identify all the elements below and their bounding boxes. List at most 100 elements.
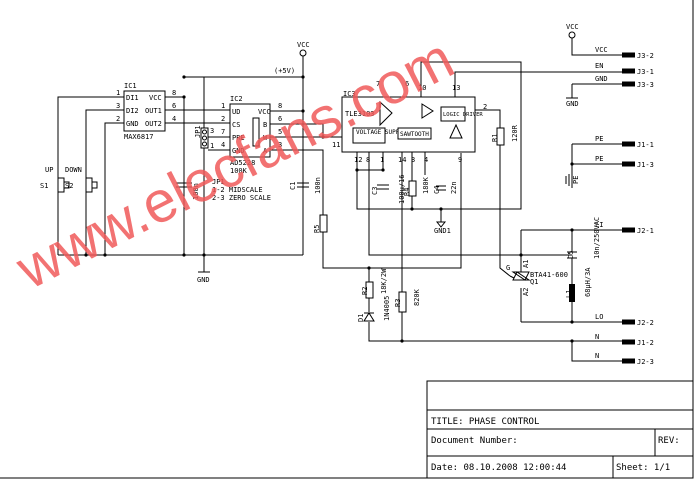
connector-pin-block <box>622 141 635 147</box>
svg-text:3: 3 <box>278 141 282 149</box>
svg-text:68µH/3A: 68µH/3A <box>584 267 592 297</box>
net-label: EN <box>595 62 603 70</box>
connector-pin-label: J2-1 <box>637 227 654 235</box>
svg-text:PE: PE <box>572 176 580 184</box>
svg-text:7: 7 <box>376 80 380 88</box>
svg-text:8: 8 <box>366 156 370 164</box>
connector-pin-block <box>622 358 635 364</box>
svg-text:C1: C1 <box>289 182 297 190</box>
ic1-part: MAX6817 <box>124 133 154 141</box>
svg-text:6: 6 <box>405 80 409 88</box>
svg-text:A2: A2 <box>522 288 530 296</box>
connector-pin-block <box>622 52 635 58</box>
rev-label: REV: <box>658 436 680 446</box>
ic1-pin-number: 2 <box>116 115 120 123</box>
jp1-note: 2-3 ZERO SCALE <box>212 194 271 202</box>
jp1-note: 1-2 MIDSCALE <box>212 186 263 194</box>
switch-s2[interactable]: DOWN S2 <box>65 166 98 193</box>
svg-text:Q1: Q1 <box>530 278 538 286</box>
capacitor-c1: C1 100n <box>289 177 322 194</box>
svg-text:GND: GND <box>232 147 245 155</box>
connector-j1-3: PE J1-3 <box>595 155 654 169</box>
ic1-pin-label: OUT1 <box>145 107 162 115</box>
gnd-symbol: GND <box>197 255 210 284</box>
ic3[interactable]: IC3 TLE3103 VOLTAGE SUPPLY SAWTOOTH LOGI… <box>332 80 487 164</box>
connector-pin-label: J1-1 <box>637 141 654 149</box>
diode-d1: D1 1N4005 <box>357 296 391 322</box>
connector-pin-label: J1-3 <box>637 161 654 169</box>
net-label: GND <box>595 75 608 83</box>
ic2[interactable]: IC2 AD5228 100K UD CS PRE GND VCC B W A … <box>221 95 282 175</box>
svg-text:IC3: IC3 <box>343 90 356 98</box>
ic1[interactable]: IC1 MAX6817 DI1 DI2 GND VCC OUT1 OUT2 1 … <box>116 82 176 141</box>
svg-text:9: 9 <box>458 156 462 164</box>
gnd1-symbol: GND1 <box>434 221 451 235</box>
svg-text:1: 1 <box>380 156 384 164</box>
svg-text:1: 1 <box>221 102 225 110</box>
resistor-r2: R2 18K/2W <box>361 268 388 299</box>
sheet-label: Sheet: 1/1 <box>616 463 670 473</box>
inductor-l1: L1 68µH/3A <box>565 267 592 302</box>
svg-text:VOLTAGE SUPPLY: VOLTAGE SUPPLY <box>356 129 407 136</box>
connector-pin-block <box>622 339 635 345</box>
ic1-pin-label: DI2 <box>126 107 139 115</box>
ic1-pin-label: OUT2 <box>145 120 162 128</box>
svg-text:R1: R1 <box>491 134 499 142</box>
svg-text:VCC: VCC <box>258 108 271 116</box>
svg-text:7: 7 <box>221 128 225 136</box>
switch-ref: S1 <box>40 182 48 190</box>
svg-text:12: 12 <box>354 156 362 164</box>
vcc-symbol: VCC <box>297 41 310 57</box>
ic1-pin-number: 6 <box>172 102 176 110</box>
plus5v-label: (+5V) <box>274 67 295 75</box>
svg-text:A: A <box>263 147 268 155</box>
switch-label: DOWN <box>65 166 82 174</box>
net-label: LO <box>595 313 603 321</box>
svg-text:1N4005: 1N4005 <box>383 296 391 321</box>
svg-text:2: 2 <box>483 103 487 111</box>
net-label: N <box>595 333 599 341</box>
svg-text:LOGIC DRIVER: LOGIC DRIVER <box>443 112 483 118</box>
ic1-pin-number: 4 <box>172 115 176 123</box>
svg-text:3: 3 <box>411 156 415 164</box>
ic1-pin-label: VCC <box>149 94 162 102</box>
svg-text:13: 13 <box>452 84 460 92</box>
svg-text:180K: 180K <box>422 176 430 194</box>
triac-q1: G A1 A2 BTA41-600 Q1 <box>506 230 568 322</box>
capacitor-c3: C3 100µ/16 <box>371 174 406 204</box>
connector-list: VCCJ3-2ENJ3-1GNDJ3-3PEJ1-1PEJ1-3LIJ2-1LO… <box>595 46 654 366</box>
connector-pin-block <box>622 81 635 87</box>
svg-text:R3: R3 <box>394 299 402 307</box>
connector-j1-2: NJ1-2 <box>595 333 654 347</box>
svg-text:IC2: IC2 <box>230 95 243 103</box>
resistor-r3: R3 820K <box>394 288 421 313</box>
switch-ref: S2 <box>65 182 73 190</box>
svg-text:JP1: JP1 <box>194 125 202 138</box>
net-label: PE <box>595 135 603 143</box>
svg-text:22n: 22n <box>450 181 458 194</box>
net-label: VCC <box>595 46 608 54</box>
svg-text:18K/2W: 18K/2W <box>380 268 388 294</box>
capacitor-c4: C4 22n <box>433 181 458 194</box>
gnd-label-right: GND <box>566 100 579 108</box>
net-label: PE <box>595 155 603 163</box>
svg-text:C4: C4 <box>433 186 441 194</box>
connector-pin-label: J2-3 <box>637 358 654 366</box>
svg-text:120R: 120R <box>511 124 519 142</box>
svg-text:820K: 820K <box>413 288 421 306</box>
switch-s1[interactable]: UP S1 <box>40 166 70 193</box>
svg-text:SAWTOOTH: SAWTOOTH <box>400 131 429 138</box>
connector-pin-label: J3-3 <box>637 81 654 89</box>
connector-pin-block <box>622 319 635 325</box>
svg-text:R4: R4 <box>403 188 411 196</box>
connector-pin-label: J2-2 <box>637 319 654 327</box>
svg-text:A1: A1 <box>522 260 530 268</box>
svg-text:5: 5 <box>278 128 282 136</box>
svg-text:100µ/16: 100µ/16 <box>398 174 406 204</box>
jumper-jp1[interactable]: 3 1 JP1 JP1 1-2 MIDSCALE 2-3 ZERO SCALE <box>194 77 271 255</box>
